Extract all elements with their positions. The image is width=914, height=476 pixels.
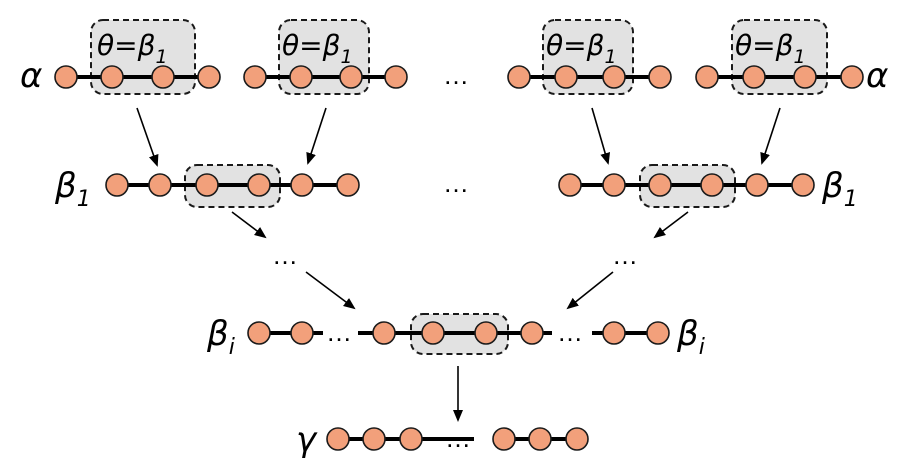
site-node: [745, 173, 769, 197]
site-node: [372, 321, 396, 345]
site-node: [474, 321, 498, 345]
site-node: [648, 65, 672, 89]
arrow: [136, 107, 159, 167]
chain-ellipsis: …: [326, 317, 352, 347]
site-node: [554, 65, 578, 89]
site-node: [339, 65, 363, 89]
theta-label: θ=β1: [735, 29, 806, 68]
arrow: [653, 211, 689, 239]
branch-ellipsis-right: …: [612, 240, 638, 270]
site-node: [197, 65, 221, 89]
alpha-label-left: α: [20, 56, 42, 96]
arrow: [306, 107, 327, 165]
site-node: [700, 173, 724, 197]
site-node: [243, 65, 267, 89]
site-node: [326, 427, 350, 451]
arrows-alpha-to-beta1: [136, 107, 781, 167]
site-node: [528, 427, 552, 451]
site-node: [54, 65, 78, 89]
arrow: [566, 271, 614, 310]
site-node: [602, 321, 626, 345]
site-node: [336, 173, 360, 197]
chain-ellipsis: …: [557, 317, 583, 347]
arrows-beta1-to-betai: … …: [231, 211, 689, 310]
row-ellipsis: …: [443, 168, 469, 198]
site-node: [151, 65, 175, 89]
site-node: [602, 65, 626, 89]
site-node: [362, 427, 386, 451]
site-node: [648, 173, 672, 197]
site-node: [247, 321, 271, 345]
theta-label: θ=β1: [97, 29, 168, 68]
theta-label: θ=β1: [546, 29, 617, 68]
site-node: [565, 427, 589, 451]
site-node: [100, 65, 124, 89]
site-node: [148, 173, 172, 197]
site-node: [507, 65, 531, 89]
theta-label: θ=β1: [282, 29, 353, 68]
site-node: [290, 173, 314, 197]
site-node: [840, 65, 864, 89]
arrow: [305, 271, 356, 310]
site-node: [399, 427, 423, 451]
site-node: [289, 65, 313, 89]
beta1-label-left: β1: [54, 166, 91, 212]
beta1-label-right: β1: [821, 166, 858, 212]
row-betai: … … βi βi: [206, 313, 705, 360]
site-node: [558, 173, 582, 197]
site-node: [602, 173, 626, 197]
site-node: [105, 173, 129, 197]
row-ellipsis: …: [443, 60, 469, 90]
gamma-label: γ: [296, 420, 318, 460]
site-node: [646, 321, 670, 345]
site-node: [742, 65, 766, 89]
site-node: [384, 65, 408, 89]
row-gamma: … γ: [296, 420, 589, 460]
betai-label-left: βi: [206, 314, 235, 360]
site-node: [421, 321, 445, 345]
site-node: [195, 173, 219, 197]
site-node: [492, 427, 516, 451]
arrow: [231, 211, 267, 239]
site-node: [290, 321, 314, 345]
site-node: [791, 173, 815, 197]
arrow: [591, 107, 611, 165]
row-alpha: θ=β1 θ=β1 θ=β1 θ=β1 α α …: [20, 19, 888, 96]
chain-ellipsis: …: [445, 423, 471, 453]
betai-label-right: βi: [676, 314, 705, 360]
site-node: [695, 65, 719, 89]
row-beta1: β1 β1 …: [54, 164, 858, 212]
branch-ellipsis-left: …: [272, 240, 298, 270]
site-node: [247, 173, 271, 197]
site-node: [793, 65, 817, 89]
site-node: [520, 321, 544, 345]
alpha-label-right: α: [866, 56, 888, 96]
arrow: [760, 107, 781, 165]
